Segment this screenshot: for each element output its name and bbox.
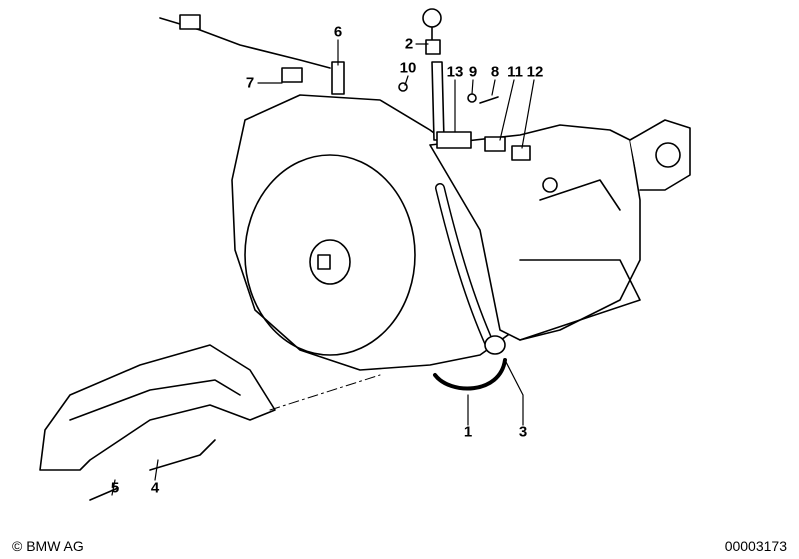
callout-5[interactable]: 5 bbox=[110, 479, 120, 497]
bell-housing bbox=[231, 94, 521, 371]
cover-plate bbox=[39, 344, 276, 471]
callout-7[interactable]: 7 bbox=[245, 74, 255, 92]
callout-4[interactable]: 4 bbox=[150, 479, 160, 497]
callout-9[interactable]: 9 bbox=[468, 63, 478, 81]
callout-11[interactable]: 11 bbox=[507, 63, 523, 81]
callout-6[interactable]: 6 bbox=[333, 23, 343, 41]
copyright-text: © BMW AG bbox=[12, 538, 84, 554]
callout-2[interactable]: 2 bbox=[404, 35, 414, 53]
gearbox-case bbox=[429, 124, 641, 341]
callout-8[interactable]: 8 bbox=[490, 63, 500, 81]
torque-converter bbox=[244, 154, 416, 356]
dipstick-tube bbox=[431, 61, 445, 141]
callout-13[interactable]: 13 bbox=[446, 63, 464, 81]
callout-12[interactable]: 12 bbox=[526, 63, 544, 81]
callout-3[interactable]: 3 bbox=[518, 423, 528, 441]
output-flange bbox=[629, 119, 691, 191]
callout-1[interactable]: 1 bbox=[463, 423, 473, 441]
diagram-number: 00003173 bbox=[724, 538, 787, 554]
callout-10[interactable]: 10 bbox=[399, 59, 417, 77]
